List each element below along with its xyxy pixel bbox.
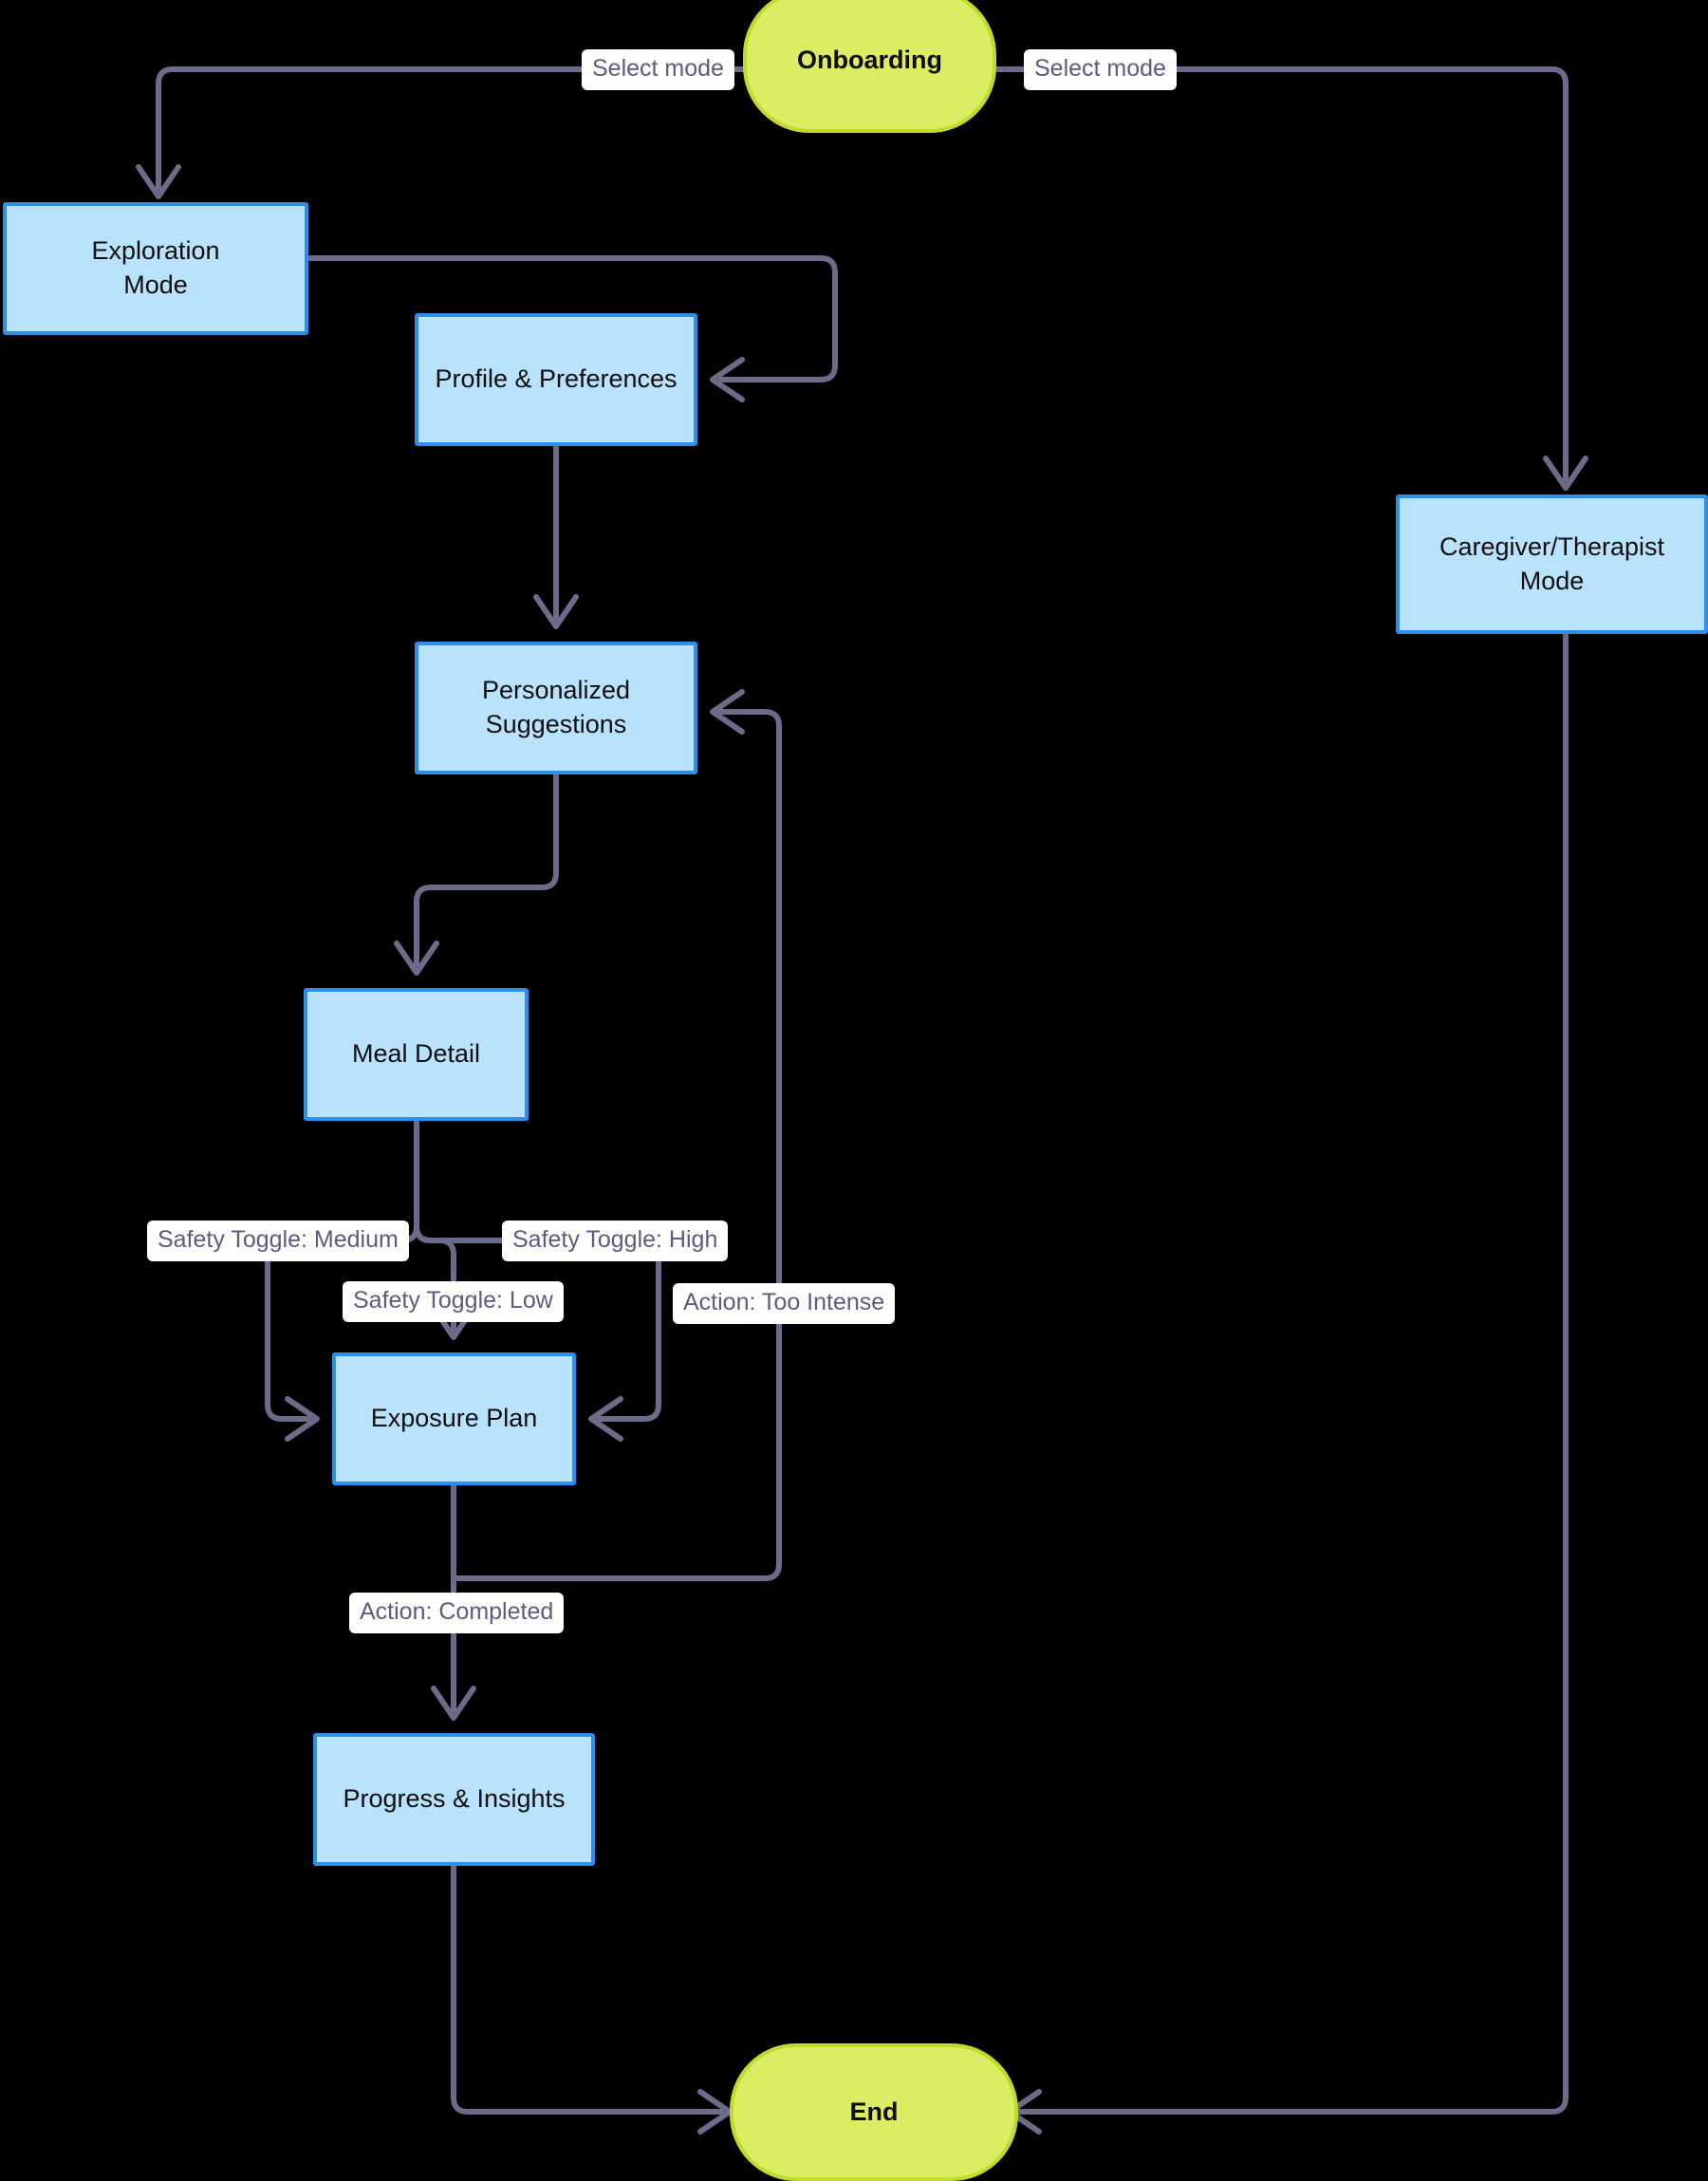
edge-label-action-too-intense: Action: Too Intense	[673, 1283, 896, 1324]
edge-label-select-mode-left: Select mode	[582, 49, 734, 90]
edge-label-select-mode-right-text: Select mode	[1034, 55, 1166, 82]
edge-label-safety-toggle-medium: Safety Toggle: Medium	[147, 1221, 409, 1261]
node-exploration-mode-label: Exploration Mode	[91, 236, 220, 299]
edge-exploration-to-profile	[306, 255, 838, 402]
node-exposure-plan-label: Exposure Plan	[370, 1404, 538, 1433]
node-onboarding-label: Onboarding	[797, 46, 942, 75]
edge-progress-to-end	[451, 1863, 733, 2134]
edge-label-select-mode-right: Select mode	[1024, 49, 1177, 90]
node-caregiver-therapist-mode[interactable]: Caregiver/Therapist Mode	[1396, 494, 1708, 634]
node-exploration-mode[interactable]: Exploration Mode	[3, 202, 308, 335]
node-end-label: End	[849, 2097, 899, 2126]
node-caregiver-therapist-mode-label: Caregiver/Therapist Mode	[1439, 531, 1665, 595]
node-personalized-suggestions-label: Personalized Suggestions	[481, 676, 631, 738]
edge-label-action-completed-text: Action: Completed	[360, 1598, 554, 1625]
node-progress-insights[interactable]: Progress & Insights	[313, 1733, 595, 1866]
edge-onboarding-to-exploration	[136, 66, 746, 199]
edge-exposure-to-suggestions-too-intense	[451, 689, 782, 1581]
node-meal-detail[interactable]: Meal Detail	[304, 988, 529, 1121]
edge-profile-to-suggestions	[533, 443, 579, 629]
node-meal-detail-label: Meal Detail	[351, 1039, 481, 1069]
node-exposure-plan[interactable]: Exposure Plan	[332, 1352, 576, 1485]
node-personalized-suggestions[interactable]: Personalized Suggestions	[415, 642, 697, 774]
edge-label-safety-toggle-low-text: Safety Toggle: Low	[353, 1287, 553, 1314]
edge-label-select-mode-left-text: Select mode	[592, 55, 724, 82]
node-progress-insights-label: Progress & Insights	[343, 1784, 566, 1814]
edge-suggestions-to-meal-detail	[394, 772, 559, 976]
node-onboarding[interactable]: Onboarding	[743, 0, 996, 133]
edge-label-action-completed: Action: Completed	[349, 1593, 565, 1633]
edge-label-safety-toggle-high: Safety Toggle: High	[502, 1221, 729, 1261]
node-profile-preferences-label: Profile & Preferences	[435, 364, 678, 394]
edge-label-action-too-intense-text: Action: Too Intense	[683, 1289, 885, 1315]
edge-onboarding-to-caregiver	[993, 66, 1588, 491]
edge-caregiver-to-end	[1007, 631, 1569, 2134]
edge-label-safety-toggle-medium-text: Safety Toggle: Medium	[158, 1226, 399, 1253]
node-profile-preferences[interactable]: Profile & Preferences	[415, 313, 697, 446]
node-end[interactable]: End	[730, 2043, 1018, 2181]
edge-label-safety-toggle-low: Safety Toggle: Low	[343, 1281, 564, 1322]
edge-label-safety-toggle-high-text: Safety Toggle: High	[512, 1226, 718, 1253]
